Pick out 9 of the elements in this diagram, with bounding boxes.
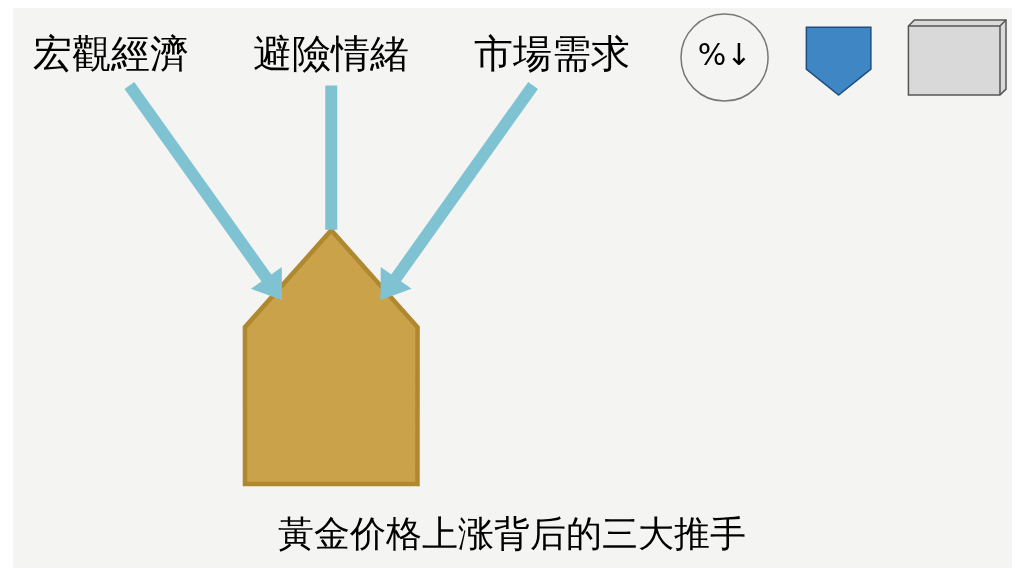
connector — [324, 85, 337, 230]
node-text: 宏觀經濟 — [32, 31, 189, 77]
caption: 黃金价格上涨背后的三大推手 — [278, 512, 746, 554]
node-circle: %↓ — [679, 13, 769, 102]
arrow — [124, 82, 282, 300]
node-text: 市場需求 — [473, 31, 630, 77]
arrow — [380, 82, 538, 300]
node-text: 避險情緒 — [252, 31, 409, 77]
node-shield — [805, 26, 872, 97]
